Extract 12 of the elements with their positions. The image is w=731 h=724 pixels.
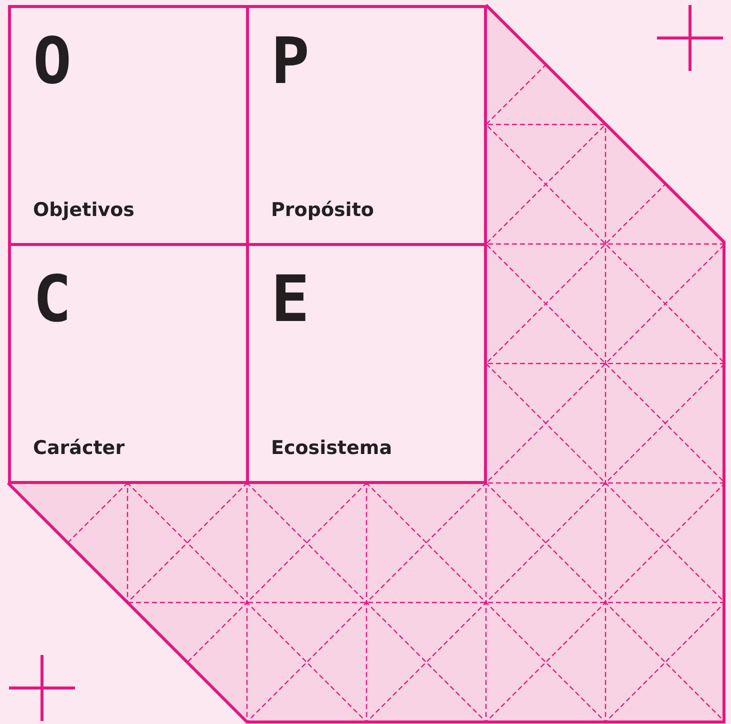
quadrant-title: Objetivos — [33, 200, 134, 221]
quadrant-card — [246, 243, 487, 484]
letter-heading: C — [33, 268, 72, 332]
letter-heading: E — [271, 268, 310, 332]
quadrant-title: Ecosistema — [271, 438, 392, 459]
quadrant-card — [246, 5, 487, 246]
quadrant-card — [8, 5, 249, 246]
letter-heading: O — [33, 30, 72, 94]
letter-heading: P — [271, 30, 310, 94]
quadrant-title: Propósito — [271, 200, 374, 221]
quadrant-card — [8, 243, 249, 484]
quadrant-title: Carácter — [33, 438, 125, 459]
